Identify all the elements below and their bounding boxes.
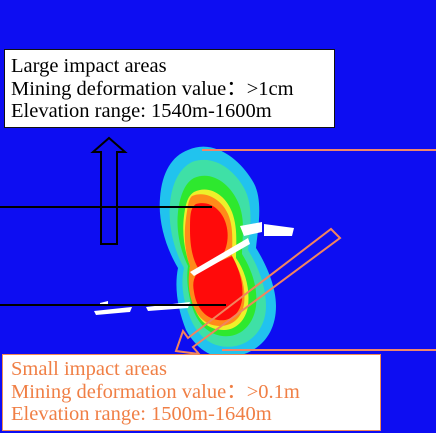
white-fracture-central (190, 238, 250, 276)
small-impact-callout: Small impact areas Mining deformation va… (2, 354, 381, 431)
contour-core-upper (190, 203, 228, 268)
small-impact-deformation: Mining deformation value：>0.1m (11, 380, 300, 403)
large-impact-elevation: Elevation range: 1540m-1600m (11, 100, 272, 122)
white-wedge-right-2 (264, 224, 294, 236)
white-wedge-right (240, 222, 262, 236)
white-dash-left-1 (94, 307, 132, 315)
small-impact-elevation: Elevation range: 1500m-1640m (11, 403, 272, 425)
large-impact-deformation: Mining deformation value：>1cm (11, 77, 294, 100)
large-impact-callout: Large impact areas Mining deformation va… (4, 49, 335, 128)
small-impact-title: Small impact areas (11, 358, 167, 380)
up-arrow-icon (90, 136, 128, 245)
diagonal-arrow-icon (174, 227, 342, 356)
large-impact-title: Large impact areas (11, 55, 167, 77)
